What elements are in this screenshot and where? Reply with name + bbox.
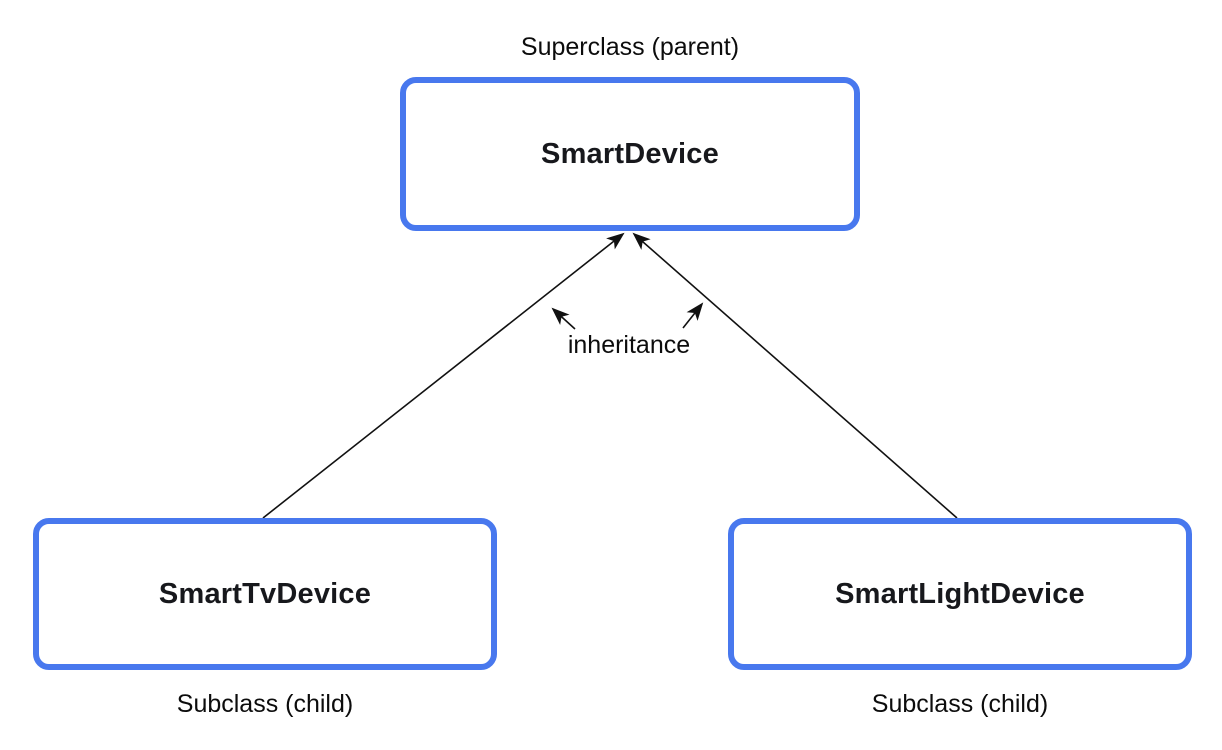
inheritance-arrow-left: [262, 232, 625, 519]
subclass-right-annotation: Subclass (child): [871, 690, 1049, 718]
subclass-right-name: SmartLightDevice: [835, 577, 1085, 610]
inheritance-arrow-right: [632, 232, 958, 519]
inheritance-pointer-left: [551, 307, 576, 330]
inheritance-pointer-right: [682, 302, 704, 329]
superclass-name: SmartDevice: [541, 137, 719, 170]
superclass-box: SmartDevice: [400, 77, 860, 231]
superclass-annotation: Superclass (parent): [520, 33, 740, 61]
subclass-left-name: SmartTvDevice: [158, 577, 372, 610]
subclass-box-left: SmartTvDevice: [33, 518, 497, 670]
inheritance-label: inheritance: [567, 331, 691, 359]
subclass-box-right: SmartLightDevice: [728, 518, 1192, 670]
subclass-left-annotation: Subclass (child): [176, 690, 354, 718]
